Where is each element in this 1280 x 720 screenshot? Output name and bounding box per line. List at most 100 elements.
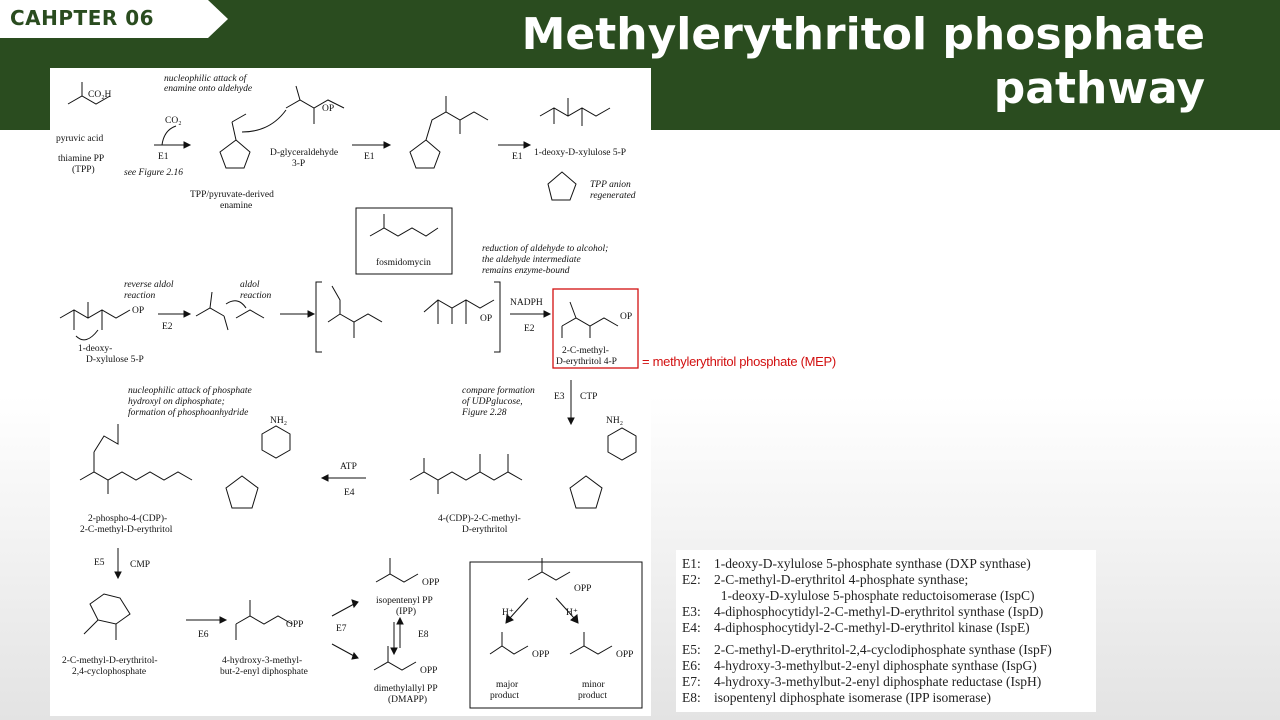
- legend-code: E1:: [682, 556, 701, 571]
- label-co2: CO₂: [165, 116, 182, 126]
- legend-row: E5:2-C-methyl-D-erythritol-2,4-cyclodiph…: [682, 642, 1052, 658]
- legend-row: E8:isopentenyl diphosphate isomerase (IP…: [682, 690, 991, 706]
- label-ipp-1: isopentenyl PP: [376, 596, 433, 606]
- label-compare-2: of UDPglucose,: [462, 397, 523, 407]
- tpp-adduct-ring: [409, 139, 441, 169]
- label-reduction-1: reduction of aldehyde to alcohol;: [482, 244, 609, 254]
- label-cdp-mep-2: 2-C-methyl-D-erythritol: [80, 525, 173, 535]
- bracket-right: [494, 281, 501, 353]
- label-opp-mech: OPP: [574, 584, 592, 594]
- legend-code: E7:: [682, 674, 701, 689]
- label-minor-1: minor: [582, 680, 605, 690]
- tpp-enamine-ring: [219, 139, 251, 169]
- label-nuc-attack-phos-1: nucleophilic attack of phosphate: [128, 386, 252, 396]
- pyruvic-acid-skeleton: [67, 95, 111, 105]
- label-op-bracket: OP: [480, 314, 493, 324]
- enol-skeleton: [195, 307, 225, 317]
- label-opp-major: OPP: [532, 650, 550, 660]
- chapter-tab: CAHPTER 06: [0, 0, 228, 38]
- cdp-mep-skeleton: [79, 471, 193, 481]
- label-e3: E3: [554, 392, 565, 402]
- label-e2-a: E2: [162, 322, 173, 332]
- label-cdp-mep-1: 2-phospho-4-(CDP)-: [88, 514, 168, 524]
- label-major-2: product: [490, 691, 520, 701]
- dxp-skeleton-top: [539, 107, 611, 117]
- label-g3p-1: D-glyceraldehyde: [270, 148, 339, 158]
- legend-row: E6:4-hydroxy-3-methylbut-2-enyl diphosph…: [682, 658, 1037, 674]
- label-mep-1: 2-C-methyl-: [562, 346, 609, 356]
- ribose-ring-left: [225, 475, 259, 509]
- legend-row: E3: 4-diphosphocytidyl-2-C-methyl-D-eryth…: [682, 604, 1043, 620]
- enzyme-legend: E1: 1-deoxy-D-xylulose 5-phosphate syntha…: [676, 550, 1096, 712]
- mep-annotation: = methylerythritol phosphate (MEP): [642, 354, 836, 369]
- label-compare-3: Figure 2.28: [462, 408, 507, 418]
- slide-title-line-1: Methylerythritol phosphate: [521, 9, 1205, 60]
- label-major-1: major: [496, 680, 519, 690]
- legend-text: 1-deoxy-D-xylulose 5-phosphate reductois…: [714, 588, 1035, 603]
- label-op-g3p: OP: [322, 104, 335, 114]
- legend-text: 4-diphosphocytidyl-2-C-methyl-D-erythrit…: [714, 604, 1044, 619]
- label-opp-hmbpp: OPP: [286, 620, 304, 630]
- label-mecpp-1: 2-C-methyl-D-erythritol-: [62, 656, 158, 666]
- label-see-fig-216: see Figure 2.16: [124, 168, 184, 178]
- fosmidomycin-box: [355, 207, 453, 275]
- label-enamine-1: TPP/pyruvate-derived: [190, 190, 274, 200]
- cytidine-ring-left: [261, 425, 291, 459]
- label-reduction-3: remains enzyme-bound: [482, 266, 570, 276]
- label-minor-2: product: [578, 691, 608, 701]
- label-e2-b: E2: [524, 324, 535, 334]
- label-opp-ipp: OPP: [422, 578, 440, 588]
- mechanism-box: [469, 561, 643, 709]
- legend-text: 1-deoxy-D-xylulose 5-phosphate synthase …: [714, 556, 1031, 571]
- label-op-mep: OP: [620, 312, 633, 322]
- g3p-skeleton: [285, 99, 345, 109]
- label-mep-2: D-erythritol 4-P: [556, 357, 617, 367]
- label-ipp-2: (IPP): [396, 607, 417, 617]
- label-hmbpp-1: 4-hydroxy-3-methyl-: [222, 656, 303, 666]
- label-tpp: thiamine PP: [58, 154, 105, 164]
- legend-code: E3:: [682, 604, 701, 619]
- legend-text: 4-diphosphocytidyl-2-C-methyl-D-erythrit…: [714, 620, 1030, 635]
- pathway-figure: CO₂H pyruvic acid thiamine PP (TPP) CO₂ …: [50, 68, 651, 716]
- label-reduction-2: the aldehyde intermediate: [482, 255, 581, 265]
- legend-text: 4-hydroxy-3-methylbut-2-enyl diphosphate…: [714, 674, 1042, 689]
- cytidine-ring-right: [607, 427, 637, 461]
- label-op-dxp-mid: OP: [132, 306, 145, 316]
- label-e5: E5: [94, 558, 105, 568]
- label-dmapp-2: (DMAPP): [388, 695, 428, 705]
- hmbpp-skeleton: [235, 615, 293, 625]
- bracket-left: [315, 281, 322, 353]
- mep-highlight-box: [552, 288, 639, 369]
- legend-row: 1-deoxy-D-xylulose 5-phosphate reductois…: [682, 588, 1035, 604]
- legend-text: 4-hydroxy-3-methylbut-2-enyl diphosphate…: [714, 658, 1037, 673]
- label-hmbpp-2: but-2-enyl diphosphate: [220, 667, 308, 677]
- label-e4: E4: [344, 488, 355, 498]
- label-tpp-anion-1: TPP anion: [590, 180, 631, 190]
- label-ctp: CTP: [580, 392, 598, 402]
- legend-code: E5:: [682, 642, 701, 657]
- cdp-me-skeleton: [409, 471, 523, 481]
- label-co2h: CO₂H: [88, 90, 112, 100]
- label-opp-minor: OPP: [616, 650, 634, 660]
- label-aldol-1: aldol: [240, 280, 260, 290]
- label-nuc-attack-enamine-1: nucleophilic attack of: [164, 74, 247, 84]
- legend-code: E4:: [682, 620, 701, 635]
- label-pyruvic-acid: pyruvic acid: [56, 134, 104, 144]
- label-reverse-aldol-2: reaction: [124, 291, 156, 301]
- legend-row: E7: 4-hydroxy-3-methylbut-2-enyl diphosph…: [682, 674, 1041, 690]
- label-tpp-abbr: (TPP): [72, 165, 95, 175]
- slide-title: Methylerythritol phosphate pathway: [445, 8, 1205, 116]
- label-e6: E6: [198, 630, 209, 640]
- label-nh2-right: NH₂: [606, 416, 624, 426]
- label-aldol-2: reaction: [240, 291, 272, 301]
- label-enamine-2: enamine: [220, 201, 253, 211]
- legend-text: 2-C-methyl-D-erythritol 4-phosphate synt…: [714, 572, 969, 587]
- arrow-e7-down: [331, 643, 355, 657]
- label-e1-b: E1: [364, 152, 375, 162]
- dxp-skeleton-mid: [59, 309, 131, 319]
- arrow-e7-up: [331, 603, 355, 617]
- chapter-label: CAHPTER 06: [10, 6, 155, 30]
- label-compare-1: compare formation: [462, 386, 535, 396]
- label-cdp-me-1: 4-(CDP)-2-C-methyl-: [438, 514, 521, 524]
- label-e1-a: E1: [158, 152, 169, 162]
